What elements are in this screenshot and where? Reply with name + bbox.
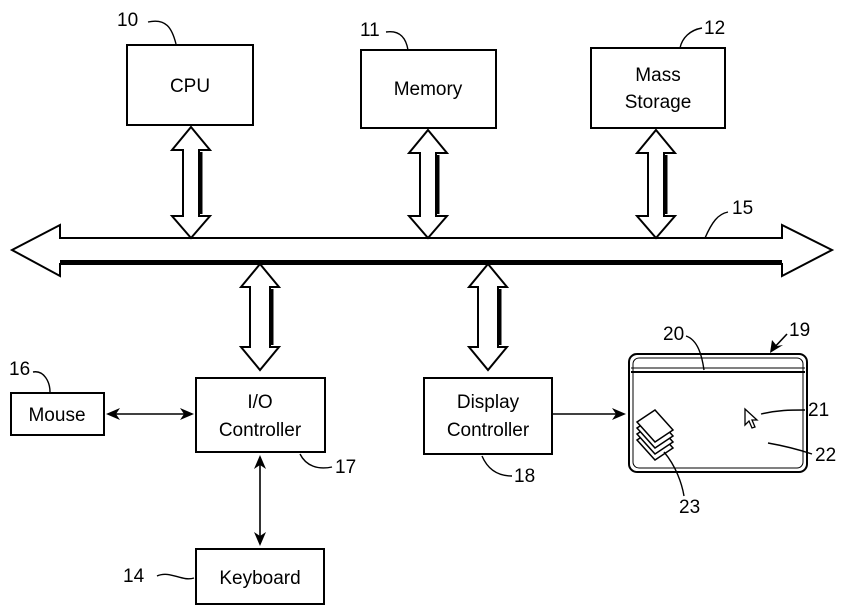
mouse-io-connector bbox=[106, 408, 194, 420]
io-bus-arrow bbox=[238, 262, 282, 372]
display-bus-arrow bbox=[466, 262, 510, 372]
display-controller-label-line1: Display bbox=[457, 392, 520, 413]
mouse-label: Mouse bbox=[28, 405, 85, 426]
mass-storage-bus-arrow bbox=[634, 128, 678, 240]
screen-ref-leader bbox=[767, 442, 813, 455]
io-controller-label-line2: Controller bbox=[219, 420, 302, 441]
title-bar-ref-leader bbox=[685, 335, 705, 371]
keyboard-ref-leader bbox=[156, 573, 195, 580]
io-controller-label-line1: I/O bbox=[247, 392, 272, 413]
document-icon-ref-leader bbox=[663, 451, 685, 497]
memory-box bbox=[360, 49, 497, 129]
document-icon-ref: 23 bbox=[679, 497, 700, 518]
mouse-ref-leader bbox=[32, 371, 51, 393]
cursor-ref-leader bbox=[760, 409, 806, 415]
memory-label: Memory bbox=[394, 79, 463, 100]
memory-bus-arrow bbox=[406, 128, 450, 240]
io-controller-ref-leader bbox=[299, 453, 333, 469]
mass-storage-label-line1: Mass bbox=[635, 65, 680, 86]
keyboard-ref: 14 bbox=[123, 566, 145, 587]
io-controller-box bbox=[195, 377, 326, 453]
mass-storage-ref-leader bbox=[679, 27, 703, 49]
bus-ref-leader bbox=[704, 211, 729, 239]
display-controller-box bbox=[423, 377, 553, 455]
title-bar-ref: 20 bbox=[663, 324, 684, 345]
cursor-icon bbox=[744, 407, 759, 429]
bus-ref: 15 bbox=[732, 198, 753, 219]
display-ref-arrow bbox=[770, 333, 788, 353]
cpu-box bbox=[126, 44, 254, 126]
cpu-bus-arrow bbox=[169, 125, 213, 240]
system-bus bbox=[9, 223, 835, 278]
cpu-ref-leader bbox=[147, 20, 177, 45]
io-controller-ref: 17 bbox=[335, 457, 356, 478]
display-controller-label-line2: Controller bbox=[447, 420, 530, 441]
cpu-ref: 10 bbox=[117, 10, 138, 31]
screen-ref: 22 bbox=[815, 445, 836, 466]
display-controller-ref: 18 bbox=[514, 466, 535, 487]
mass-storage-label-line2: Storage bbox=[625, 92, 692, 113]
mass-storage-box bbox=[590, 47, 726, 129]
mass-storage-ref: 12 bbox=[704, 18, 725, 39]
io-keyboard-connector bbox=[254, 455, 266, 546]
cpu-label: CPU bbox=[170, 76, 210, 97]
memory-ref: 11 bbox=[360, 20, 380, 41]
mouse-ref: 16 bbox=[9, 359, 30, 380]
display-connector bbox=[553, 408, 626, 420]
cursor-ref: 21 bbox=[808, 400, 829, 421]
keyboard-label: Keyboard bbox=[219, 568, 300, 589]
display-controller-ref-leader bbox=[481, 455, 513, 477]
display-ref: 19 bbox=[789, 320, 810, 341]
mouse-box bbox=[10, 392, 105, 436]
keyboard-box bbox=[195, 548, 325, 605]
memory-ref-leader bbox=[385, 31, 409, 51]
